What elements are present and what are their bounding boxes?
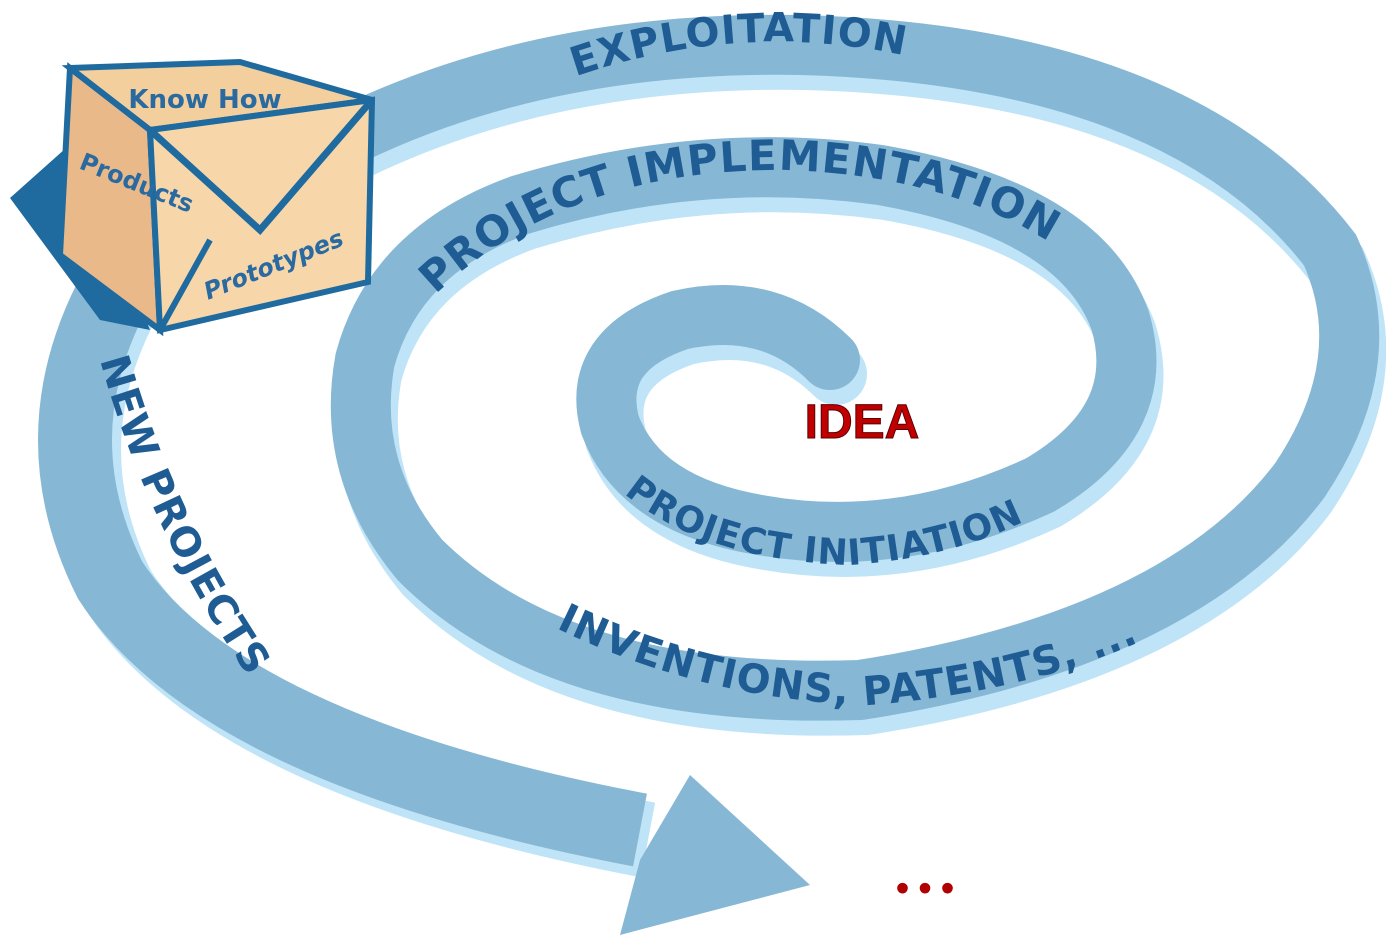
label-idea: IDEA xyxy=(805,396,920,449)
ellipsis-text: ... xyxy=(891,813,959,912)
knowledge-cube: Know How Products Prototypes xyxy=(10,58,376,337)
cube-label-know-how: Know How xyxy=(128,85,281,115)
spiral-band xyxy=(38,14,1386,935)
